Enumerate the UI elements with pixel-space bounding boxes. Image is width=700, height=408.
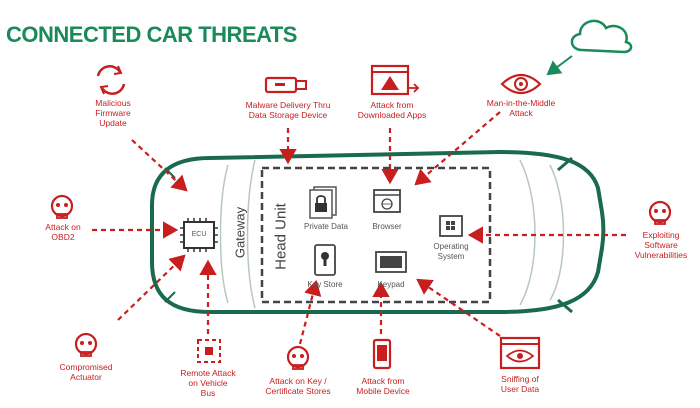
- usb-icon: [264, 76, 307, 94]
- label-keypad: Keypad: [377, 280, 405, 289]
- label-remote-attack: Remote Attack on Vehicle Bus: [180, 368, 236, 398]
- browser-icon: [373, 189, 401, 213]
- arrow-actuator: [117, 254, 186, 321]
- label-browser: Browser: [372, 222, 402, 231]
- keypad-icon: [375, 251, 407, 273]
- label-ecu: ECU: [191, 231, 207, 238]
- skull-icon: [286, 345, 310, 370]
- label-malicious-firmware: Malicious Firmware Update: [95, 98, 131, 128]
- bus-icon: [197, 339, 221, 363]
- label-attack-key: Attack on Key / Certificate Stores: [265, 376, 331, 396]
- cloud-icon: [570, 19, 633, 54]
- label-private-data: Private Data: [303, 222, 349, 231]
- arrow-key: [298, 279, 322, 345]
- label-key-store: Key Store: [307, 280, 343, 289]
- label-gateway: Gateway: [232, 206, 248, 259]
- label-exploiting-vulns: Exploiting Software Vulnerabilities: [634, 230, 688, 260]
- label-attack-apps: Attack from Downloaded Apps: [357, 100, 427, 120]
- arrow-firmware: [131, 139, 188, 192]
- skull-icon: [50, 194, 74, 219]
- label-attack-obd2: Attack on OBD2: [45, 222, 81, 242]
- arrow-sniffing: [416, 278, 501, 337]
- arrow-mitm: [414, 111, 501, 186]
- label-head-unit: Head Unit: [272, 203, 290, 270]
- window-icon: [439, 215, 463, 237]
- sniffing-eye-icon: [499, 336, 541, 370]
- key-store-icon: [314, 244, 336, 276]
- page-title: CONNECTED CAR THREATS: [6, 22, 297, 47]
- label-compromised-actuator: Compromised Actuator: [59, 362, 113, 382]
- head-unit-box: [260, 166, 492, 304]
- eye-icon: [500, 73, 542, 95]
- warning-window-icon: [370, 64, 420, 96]
- skull-icon: [74, 332, 98, 357]
- label-attack-mobile: Attack from Mobile Device: [356, 376, 410, 396]
- lock-icon: [309, 186, 337, 219]
- label-malware-delivery: Malware Delivery Thru Data Storage Devic…: [245, 100, 331, 120]
- label-mitm: Man-in-the-Middle Attack: [486, 98, 556, 118]
- skull-icon: [648, 200, 672, 225]
- label-operating-system: Operating System: [433, 242, 469, 261]
- refresh-icon: [96, 65, 126, 95]
- label-sniffing: Sniffing of User Data: [500, 374, 540, 394]
- chip-icon: [180, 218, 218, 252]
- cloud-arrow: [546, 55, 573, 76]
- mobile-phone-icon: [372, 338, 392, 370]
